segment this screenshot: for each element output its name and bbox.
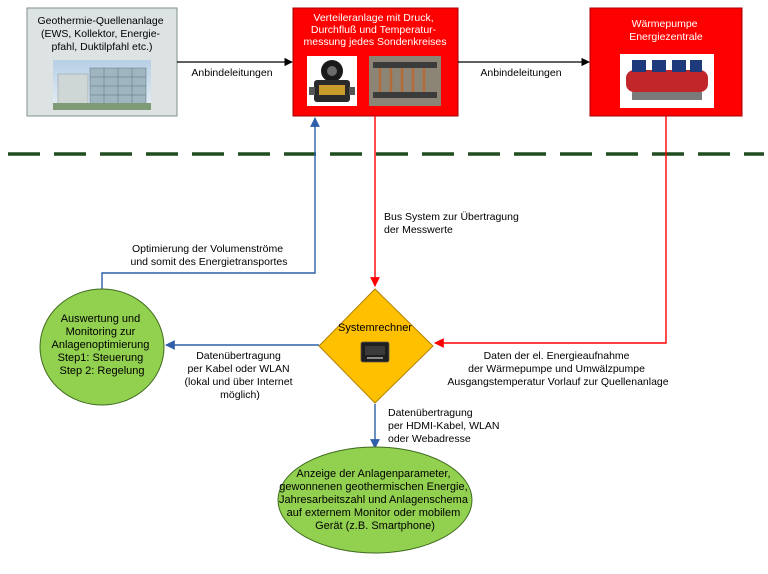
- distributor-box: Verteileranlage mit Druck, Durchfluß und…: [292, 7, 459, 117]
- source-label: Geothermie-Quellenanlage (EWS, Kollektor…: [38, 15, 167, 53]
- computer-device-icon: [360, 341, 390, 363]
- geothermal-source-box: Geothermie-Quellenanlage (EWS, Kollektor…: [26, 7, 178, 117]
- heat-pump-box: Wärmepumpe Energiezentrale: [589, 7, 743, 117]
- source-to-distributor-label: Anbindeleitungen: [191, 67, 272, 79]
- distributor-label: Verteileranlage mit Druck, Durchfluß und…: [303, 12, 446, 48]
- display-node: Anzeige der Anlagenparameter, gewonnenen…: [277, 446, 473, 554]
- heatpump-data-edge: Daten der el. Energieaufnahme der Wärmep…: [434, 116, 669, 388]
- evaluation-label: Auswertung und Monitoring zur Anlagenopt…: [52, 313, 153, 377]
- bus-edge: Bus System zur Übertragung der Messwerte: [370, 116, 522, 287]
- distributor-to-heatpump-edge: Anbindeleitungen: [458, 57, 590, 79]
- display-label: Anzeige der Anlagenparameter, gewonnenen…: [279, 468, 471, 532]
- heat-pump-label: Wärmepumpe Energiezentrale: [629, 18, 703, 43]
- system-computer-label: Systemrechner: [338, 322, 412, 334]
- transfer-down-edge: Datenübertragung per HDMI-Kabel, WLAN od…: [370, 404, 502, 449]
- source-to-distributor-edge: Anbindeleitungen: [177, 57, 293, 79]
- heat-pump-photo: [620, 54, 714, 108]
- optimization-label: Optimierung der Volumenströme und somit …: [130, 243, 287, 268]
- transfer-left-edge: Datenübertragung per Kabel oder WLAN (lo…: [165, 340, 319, 401]
- flow-meter-photo: [307, 56, 357, 106]
- optimization-edge: Optimierung der Volumenströme und somit …: [101, 117, 320, 289]
- transfer-left-label: Datenübertragung per Kabel oder WLAN (lo…: [185, 350, 296, 401]
- transfer-down-label: Datenübertragung per HDMI-Kabel, WLAN od…: [388, 407, 502, 445]
- heatpump-data-label: Daten der el. Energieaufnahme der Wärmep…: [447, 350, 668, 388]
- evaluation-node: Auswertung und Monitoring zur Anlagenopt…: [39, 288, 165, 406]
- building-photo: [53, 60, 151, 110]
- distributor-to-heatpump-label: Anbindeleitungen: [480, 67, 561, 79]
- system-computer-diamond: Systemrechner: [318, 288, 434, 404]
- bus-label: Bus System zur Übertragung der Messwerte: [384, 211, 522, 236]
- pipe-manifold-photo: [369, 56, 441, 106]
